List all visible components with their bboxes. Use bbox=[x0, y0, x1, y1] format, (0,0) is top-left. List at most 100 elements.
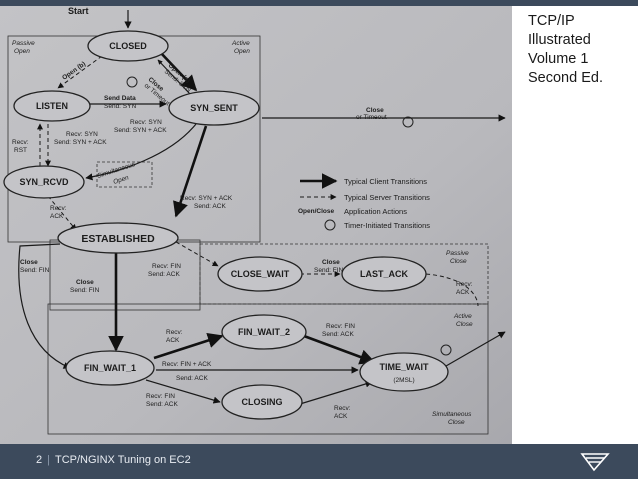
lastack-recv-ack-label: Recv: bbox=[456, 281, 473, 288]
close-timeout-label: or Timeout bbox=[356, 114, 387, 121]
close-send-fin-label: Close bbox=[76, 279, 94, 286]
state-time-wait-label: TIME_WAIT bbox=[380, 362, 430, 372]
active-open-label: Open bbox=[234, 48, 250, 55]
state-listen bbox=[13, 90, 91, 122]
timer-icon bbox=[440, 344, 452, 356]
page-number: 2 bbox=[36, 454, 43, 466]
send-syn-ack-label: Send: SYN + ACK bbox=[54, 139, 107, 146]
state-fin-wait-2 bbox=[221, 314, 307, 350]
closing-send-ack-label: Send: ACK bbox=[146, 401, 178, 408]
state-closed-label: CLOSED bbox=[109, 41, 147, 51]
footer-text: 2 | TCP/NGINX Tuning on EC2 bbox=[36, 454, 191, 466]
closing-to-timewait-arrow bbox=[299, 380, 373, 405]
passive-close-label: Passive bbox=[446, 250, 469, 257]
fin-ack-send-label: Send: ACK bbox=[176, 375, 208, 382]
finwait1-to-closing-arrow bbox=[145, 379, 221, 404]
passive-close-label: Close bbox=[450, 258, 467, 265]
finwait2-to-timewait-arrow bbox=[303, 334, 376, 365]
legend-timer-label: Timer-Initiated Transitions bbox=[344, 221, 430, 230]
footer-separator: | bbox=[47, 454, 50, 466]
synrcvd-close-to-finwait1-arrow bbox=[18, 243, 71, 369]
active-close-label: Active bbox=[453, 313, 472, 320]
state-syn-sent bbox=[168, 90, 260, 126]
recv-rst-label: Recv: bbox=[12, 139, 29, 146]
state-syn-rcvd-label: SYN_RCVD bbox=[19, 177, 69, 187]
passive-open-label: Passive bbox=[12, 40, 35, 47]
fin-ack-recv-label: Recv: FIN + ACK bbox=[162, 361, 212, 368]
timewait-to-closed-arrow bbox=[445, 331, 506, 367]
caption-line: Second Ed. bbox=[528, 70, 603, 86]
timer-icon bbox=[402, 116, 414, 128]
state-close-wait-label: CLOSE_WAIT bbox=[231, 269, 290, 279]
simultaneous-open-box bbox=[96, 161, 153, 188]
timer-icon bbox=[324, 219, 336, 231]
fw2-recv-fin-label: Recv: FIN bbox=[326, 323, 355, 330]
close-send-fin-label: Send: FIN bbox=[20, 267, 50, 274]
state-closing-label: CLOSING bbox=[241, 397, 282, 407]
state-last-ack bbox=[341, 256, 427, 292]
caption-line: Illustrated bbox=[528, 32, 591, 48]
recv-syn-ack-label: Recv: SYN + ACK bbox=[180, 195, 233, 202]
recv-syn-label: Recv: SYN bbox=[66, 131, 98, 138]
close-label: Close bbox=[322, 259, 340, 266]
closing-recv-fin-label: Recv: FIN bbox=[146, 393, 175, 400]
active-close-label: Close bbox=[456, 321, 473, 328]
state-diagram-photo: CLOSED LISTEN SYN_SENT SYN_RCVD ESTABLIS… bbox=[0, 6, 512, 444]
state-established bbox=[57, 222, 179, 254]
caption-line: Volume 1 bbox=[528, 51, 589, 67]
time-wait-duration: (2MSL) bbox=[393, 377, 414, 384]
send-ack-label: Send: ACK bbox=[194, 203, 226, 210]
fw1-recv-ack-label: ACK bbox=[166, 337, 180, 344]
lastack-to-closed-arrow bbox=[425, 273, 479, 307]
closing-recv-ack-label: Recv: bbox=[334, 405, 351, 412]
passive-open-label: Open bbox=[14, 48, 30, 55]
state-syn-rcvd bbox=[3, 165, 85, 199]
recv-ack-label: Recv: bbox=[50, 205, 67, 212]
start-label: Start bbox=[68, 6, 89, 16]
state-established-label: ESTABLISHED bbox=[81, 233, 155, 245]
fw2-send-ack-label: Send: ACK bbox=[322, 331, 354, 338]
state-fin-wait-1-label: FIN_WAIT_1 bbox=[84, 363, 136, 373]
slide-footer: 2 | TCP/NGINX Tuning on EC2 bbox=[0, 444, 638, 479]
timer-icon bbox=[126, 76, 138, 88]
state-listen-label: LISTEN bbox=[36, 101, 68, 111]
lastack-recv-ack-label: ACK bbox=[456, 289, 470, 296]
book-caption: TCP/IP Illustrated Volume 1 Second Ed. bbox=[528, 12, 632, 88]
simultaneous-open-label: Open bbox=[112, 174, 130, 186]
established-to-closewait-arrow bbox=[175, 241, 219, 267]
recv-fin-send-ack-label: Send: ACK bbox=[148, 271, 180, 278]
top-bar bbox=[0, 0, 638, 6]
legend-client-label: Typical Client Transitions bbox=[344, 177, 427, 186]
simultaneous-close-label: Simultaneous bbox=[432, 411, 472, 418]
legend: Typical Client Transitions Typical Serve… bbox=[298, 173, 430, 231]
finwait1-to-finwait2-arrow bbox=[153, 332, 224, 360]
footer-title: TCP/NGINX Tuning on EC2 bbox=[54, 454, 191, 466]
state-fin-wait-1 bbox=[65, 350, 155, 386]
synsent-to-synrcvd-arrow bbox=[85, 123, 197, 181]
state-time-wait bbox=[359, 352, 449, 392]
synsent-to-established-arrow bbox=[173, 125, 208, 218]
close-timeout-label: Close bbox=[366, 107, 384, 114]
close-send-fin-label: Send: FIN bbox=[70, 287, 100, 294]
state-closing bbox=[221, 384, 303, 420]
send-data-syn-label: Send: SYN bbox=[104, 103, 136, 110]
caption-line: TCP/IP bbox=[528, 13, 575, 29]
close-send-fin-label: Close bbox=[20, 259, 38, 266]
recv-syn-label: Recv: SYN bbox=[130, 119, 162, 126]
logo-icon bbox=[580, 453, 610, 472]
send-syn-ack-label: Send: SYN + ACK bbox=[114, 127, 167, 134]
legend-server-label: Typical Server Transitions bbox=[344, 193, 430, 202]
state-closed bbox=[87, 30, 169, 62]
active-close-region-box bbox=[47, 303, 489, 435]
active-open-label: Active bbox=[231, 40, 250, 47]
simultaneous-close-label: Close bbox=[448, 419, 465, 426]
send-data-label: Send Data bbox=[104, 95, 136, 102]
recv-rst-label: RST bbox=[14, 147, 27, 154]
recv-fin-label: Recv: FIN bbox=[152, 263, 181, 270]
fw1-recv-ack-label: Recv: bbox=[166, 329, 183, 336]
synrcvd-to-established-arrow bbox=[47, 195, 77, 231]
closed-to-listen-arrow bbox=[57, 55, 103, 89]
recv-ack-label: ACK bbox=[50, 213, 64, 220]
closed-to-synsent-arrow bbox=[159, 51, 198, 92]
state-close-wait bbox=[217, 256, 303, 292]
